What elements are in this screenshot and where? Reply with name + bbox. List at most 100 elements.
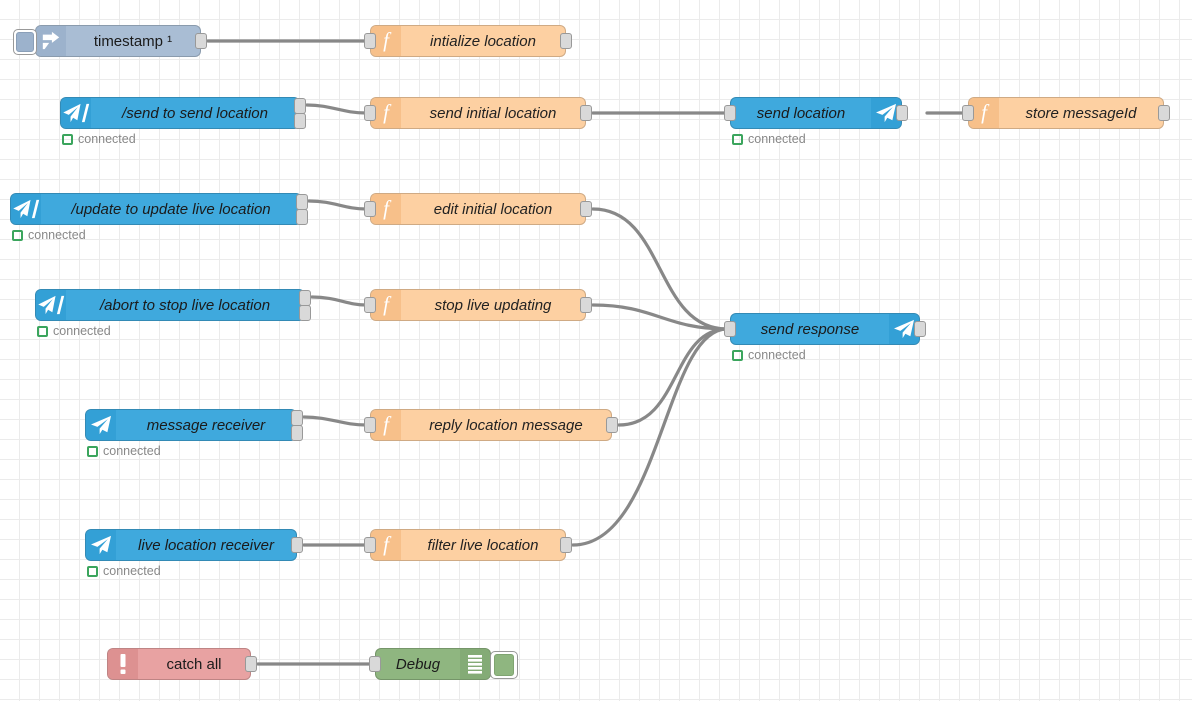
node-label: send initial location bbox=[429, 104, 557, 122]
input-port[interactable] bbox=[364, 417, 376, 433]
node-body: /abort to stop live location bbox=[36, 290, 304, 320]
input-port[interactable] bbox=[369, 656, 381, 672]
status-ok-icon bbox=[37, 325, 48, 337]
output-port[interactable] bbox=[560, 33, 572, 49]
node-tg-live-receiver[interactable]: live location receiver bbox=[85, 529, 303, 561]
status-text: connected bbox=[53, 324, 111, 338]
status-ok-icon bbox=[12, 229, 23, 241]
node-tg-update-cmd[interactable]: /update to update live location bbox=[10, 193, 308, 225]
node-catch-all[interactable]: catch all bbox=[107, 648, 257, 680]
input-port[interactable] bbox=[364, 537, 376, 553]
output-port[interactable] bbox=[914, 321, 926, 337]
node-label: intialize location bbox=[430, 32, 536, 50]
node-body: f intialize location bbox=[371, 26, 565, 56]
telegram-command-icon bbox=[61, 98, 91, 128]
output-port[interactable] bbox=[294, 113, 306, 129]
input-port[interactable] bbox=[364, 33, 376, 49]
debug-toggle-button[interactable] bbox=[490, 651, 518, 679]
node-label: live location receiver bbox=[138, 536, 274, 554]
node-tg-abort-cmd[interactable]: /abort to stop live location bbox=[35, 289, 311, 321]
node-status-tg-send-location: connected bbox=[732, 132, 806, 146]
node-debug-node[interactable]: Debug bbox=[369, 648, 518, 680]
node-label: message receiver bbox=[146, 416, 266, 434]
exclamation-icon bbox=[108, 649, 138, 679]
node-tg-message-receiver[interactable]: message receiver bbox=[85, 409, 303, 441]
input-port[interactable] bbox=[364, 297, 376, 313]
node-body: f store messageId bbox=[969, 98, 1163, 128]
node-body: catch all bbox=[108, 649, 250, 679]
output-port[interactable] bbox=[580, 105, 592, 121]
status-ok-icon bbox=[87, 565, 98, 577]
telegram-command-icon bbox=[36, 290, 66, 320]
svg-text:f: f bbox=[383, 30, 392, 52]
node-status-tg-send-response: connected bbox=[732, 348, 806, 362]
node-tg-send-response[interactable]: send response bbox=[724, 313, 926, 345]
node-tg-send-cmd[interactable]: /send to send location bbox=[60, 97, 306, 129]
node-tg-send-location[interactable]: send location bbox=[724, 97, 908, 129]
output-port[interactable] bbox=[291, 410, 303, 426]
output-port[interactable] bbox=[606, 417, 618, 433]
node-body: /update to update live location bbox=[11, 194, 301, 224]
node-label: Debug bbox=[395, 655, 441, 673]
input-port[interactable] bbox=[724, 321, 736, 337]
wire-fn-edit-initial-to-tg-send-response[interactable] bbox=[591, 207, 729, 331]
input-port[interactable] bbox=[364, 201, 376, 217]
output-port[interactable] bbox=[294, 98, 306, 114]
input-port[interactable] bbox=[962, 105, 974, 121]
output-port[interactable] bbox=[560, 537, 572, 553]
wire-tg-update-cmd-to-fn-edit-initial[interactable] bbox=[307, 199, 368, 211]
telegram-plane-icon bbox=[86, 530, 116, 560]
node-label: /send to send location bbox=[122, 104, 268, 122]
node-fn-initialize[interactable]: f intialize location bbox=[364, 25, 572, 57]
input-port[interactable] bbox=[364, 105, 376, 121]
wire-tg-send-cmd-to-fn-send-initial[interactable] bbox=[305, 103, 368, 115]
output-port[interactable] bbox=[896, 105, 908, 121]
node-fn-store-messageid[interactable]: f store messageId bbox=[962, 97, 1170, 129]
node-inject-timestamp[interactable]: timestamp ¹ bbox=[13, 25, 207, 57]
output-port[interactable] bbox=[291, 537, 303, 553]
output-port[interactable] bbox=[580, 297, 592, 313]
node-status-tg-update-cmd: connected bbox=[12, 228, 86, 242]
wire-tg-abort-cmd-to-fn-stop-live[interactable] bbox=[310, 295, 368, 307]
output-port[interactable] bbox=[296, 194, 308, 210]
inject-arrow-icon bbox=[36, 26, 66, 56]
node-body: message receiver bbox=[86, 410, 296, 440]
output-port[interactable] bbox=[580, 201, 592, 217]
debug-lines-icon bbox=[460, 649, 490, 679]
input-port[interactable] bbox=[724, 105, 736, 121]
inject-trigger-button[interactable] bbox=[13, 29, 37, 55]
output-port[interactable] bbox=[299, 305, 311, 321]
function-f-icon: f bbox=[371, 194, 401, 224]
svg-text:f: f bbox=[981, 102, 990, 124]
output-port[interactable] bbox=[299, 290, 311, 306]
output-port[interactable] bbox=[195, 33, 207, 49]
output-port[interactable] bbox=[291, 425, 303, 441]
output-port[interactable] bbox=[245, 656, 257, 672]
node-label: store messageId bbox=[1025, 104, 1137, 122]
node-status-tg-message-receiver: connected bbox=[87, 444, 161, 458]
node-label: send location bbox=[756, 104, 846, 122]
wire-fn-stop-live-to-tg-send-response[interactable] bbox=[591, 303, 729, 331]
status-text: connected bbox=[103, 444, 161, 458]
node-body: timestamp ¹ bbox=[36, 26, 200, 56]
node-label: timestamp ¹ bbox=[93, 32, 173, 50]
telegram-plane-icon bbox=[86, 410, 116, 440]
output-port[interactable] bbox=[296, 209, 308, 225]
node-body: send response bbox=[731, 314, 919, 344]
status-ok-icon bbox=[732, 133, 743, 145]
node-body: live location receiver bbox=[86, 530, 296, 560]
output-port[interactable] bbox=[1158, 105, 1170, 121]
node-label: send response bbox=[760, 320, 860, 338]
wire-tg-message-receiver-to-fn-reply-location[interactable] bbox=[302, 415, 368, 427]
wire-fn-reply-location-to-tg-send-response[interactable] bbox=[617, 327, 729, 427]
node-status-tg-abort-cmd: connected bbox=[37, 324, 111, 338]
